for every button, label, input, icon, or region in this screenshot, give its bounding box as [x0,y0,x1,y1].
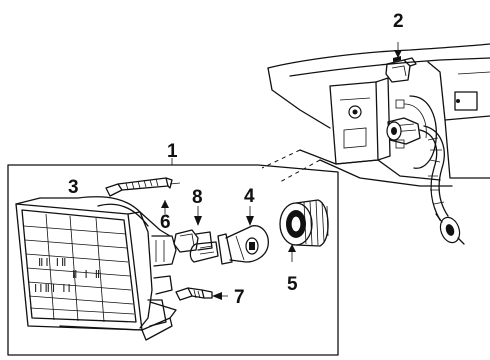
lens-marking-row1: ⅡⅠ ⅠⅡ [38,257,68,269]
callout-5-retaining-ring: 5 [287,274,298,295]
part-6-adjusting-screw [105,177,181,214]
vehicle-body-section [261,43,490,187]
part-2-retainer-clip [385,42,417,83]
part-3-headlamp-housing: ⅡⅠ ⅠⅡ Ⅱ Ⅰ Ⅱ ⅠⅠⅡⅠ ⅠⅠ [15,196,177,341]
lens-marking-row3: ⅠⅠⅡⅠ ⅠⅠ [34,283,73,295]
lens-marking-row2: Ⅱ Ⅰ Ⅱ [72,269,102,281]
part-5-bulb-retaining-ring [279,199,329,262]
callout-6-adjusting-screw: 6 [160,212,171,233]
part-7-adjusting-screw [175,287,228,301]
part-4-headlamp-bulb [189,206,269,265]
callout-4-headlamp-bulb: 4 [244,186,255,207]
wiring-harness [386,117,465,245]
part-8-adjuster-nut [173,206,213,253]
callout-2-retainer-clip: 2 [393,11,404,32]
callout-1-headlamp-assembly: 1 [167,141,178,162]
callout-8-adjuster-nut: 8 [192,187,203,208]
callout-7-adjusting-screw: 7 [234,287,245,308]
part-1-headlamp-assembly-frame [7,158,339,356]
callout-3-headlamp-housing: 3 [68,177,79,198]
